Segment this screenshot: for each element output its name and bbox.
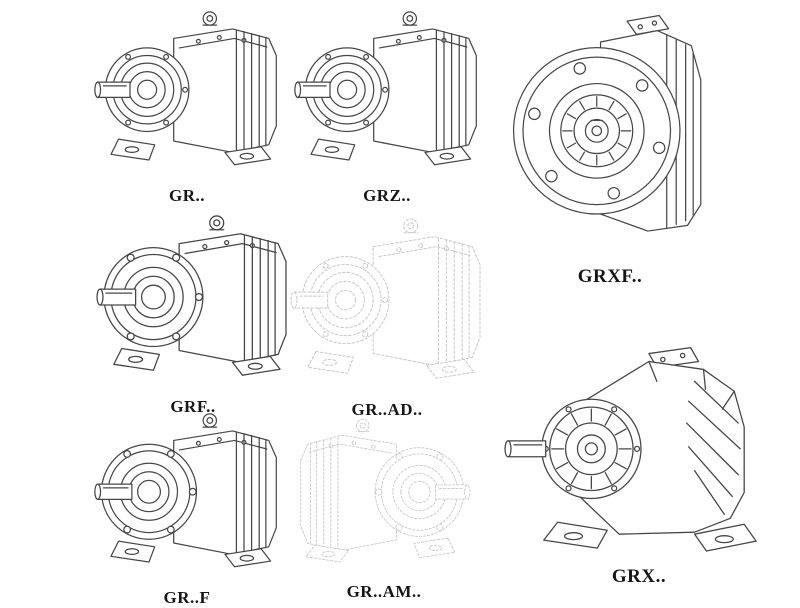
figure-gram: GR..AM.. [288,414,480,602]
gearbox-drawing-grz [292,6,482,182]
gearbox-drawing-grad [288,213,486,396]
gearbox-drawing-grff [92,408,282,584]
figure-label-grz: GRZ.. [363,186,411,205]
figure-grx: GRX.. [500,298,778,588]
gearbox-drawing-grf [94,210,292,393]
figure-label-grx: GRX.. [611,566,667,587]
gearbox-drawing-grxf [506,4,714,252]
figure-grf: GRF.. [94,210,292,417]
gearbox-drawing-grx [500,298,778,558]
figure-grxf: GRXF.. [506,4,714,288]
figure-gr: GR.. [92,6,282,206]
figure-label-grf: GRF.. [170,397,216,416]
figure-grff: GR..F [92,408,282,608]
figure-label-gram: GR..AM.. [346,582,422,601]
figure-label-grxf: GRXF.. [577,266,643,287]
figure-grz: GRZ.. [292,6,482,206]
figure-label-grff: GR..F [163,588,211,607]
figure-grad: GR..AD.. [288,213,486,420]
figure-label-gr: GR.. [169,186,205,205]
figure-label-grad: GR..AD.. [351,400,423,419]
gearbox-drawing-gram [288,414,480,578]
gearbox-drawing-gr [92,6,282,182]
